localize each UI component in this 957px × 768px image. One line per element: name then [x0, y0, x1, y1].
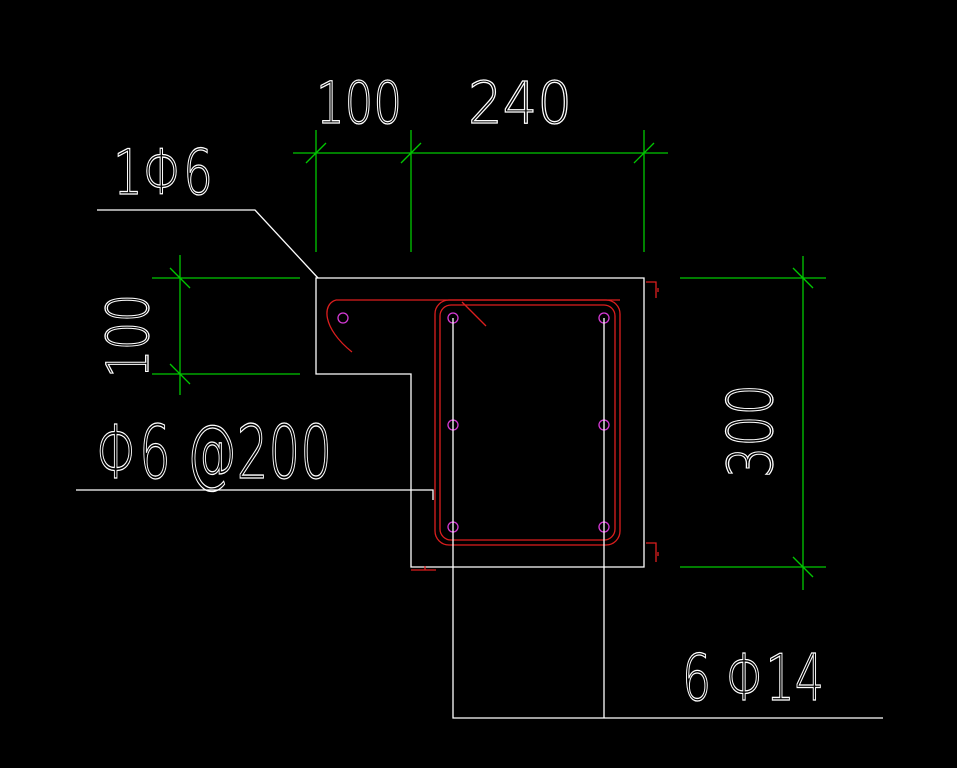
dim-right-vertical-label: 300: [714, 384, 787, 478]
dim-left-tick-1: [169, 267, 191, 289]
dim-top-tick-1: [305, 142, 327, 164]
main-stirrup-inner: [439, 304, 616, 541]
dim-right-tick-2: [792, 556, 814, 578]
dim-top-right-label: 240: [468, 69, 572, 137]
end-mark-top-right: [646, 281, 659, 298]
stirrups: [326, 281, 659, 571]
end-mark-bottom-left: [411, 566, 436, 571]
leader-stirrup-hook-label: 1Φ6: [113, 136, 213, 209]
flange-tie: [326, 299, 620, 353]
leader-lines: [76, 209, 883, 719]
leader-stirrup-label: Φ6 @200: [96, 410, 332, 496]
rebar-dot-flange: [337, 312, 349, 324]
dim-top-tick-2: [400, 142, 422, 164]
leader-stirrup: [76, 489, 434, 500]
dim-top-left-label: 100: [316, 69, 402, 137]
section-outline: [315, 277, 645, 568]
dim-right-tick-1: [792, 267, 814, 289]
end-mark-bottom-right: [646, 542, 659, 562]
dimension-lines: [152, 130, 826, 590]
longitudinal-bars: [337, 312, 610, 533]
leader-longitudinal-a: [452, 318, 883, 719]
dim-left-vertical-label: 100: [94, 294, 162, 378]
dim-left-tick-2: [169, 363, 191, 385]
main-stirrup-outer: [434, 299, 621, 546]
leader-longitudinal-label: 6 Φ14: [682, 642, 824, 716]
leader-stirrup-hook: [97, 209, 319, 279]
main-stirrup-hook: [461, 301, 487, 327]
dim-top-tick-3: [633, 142, 655, 164]
